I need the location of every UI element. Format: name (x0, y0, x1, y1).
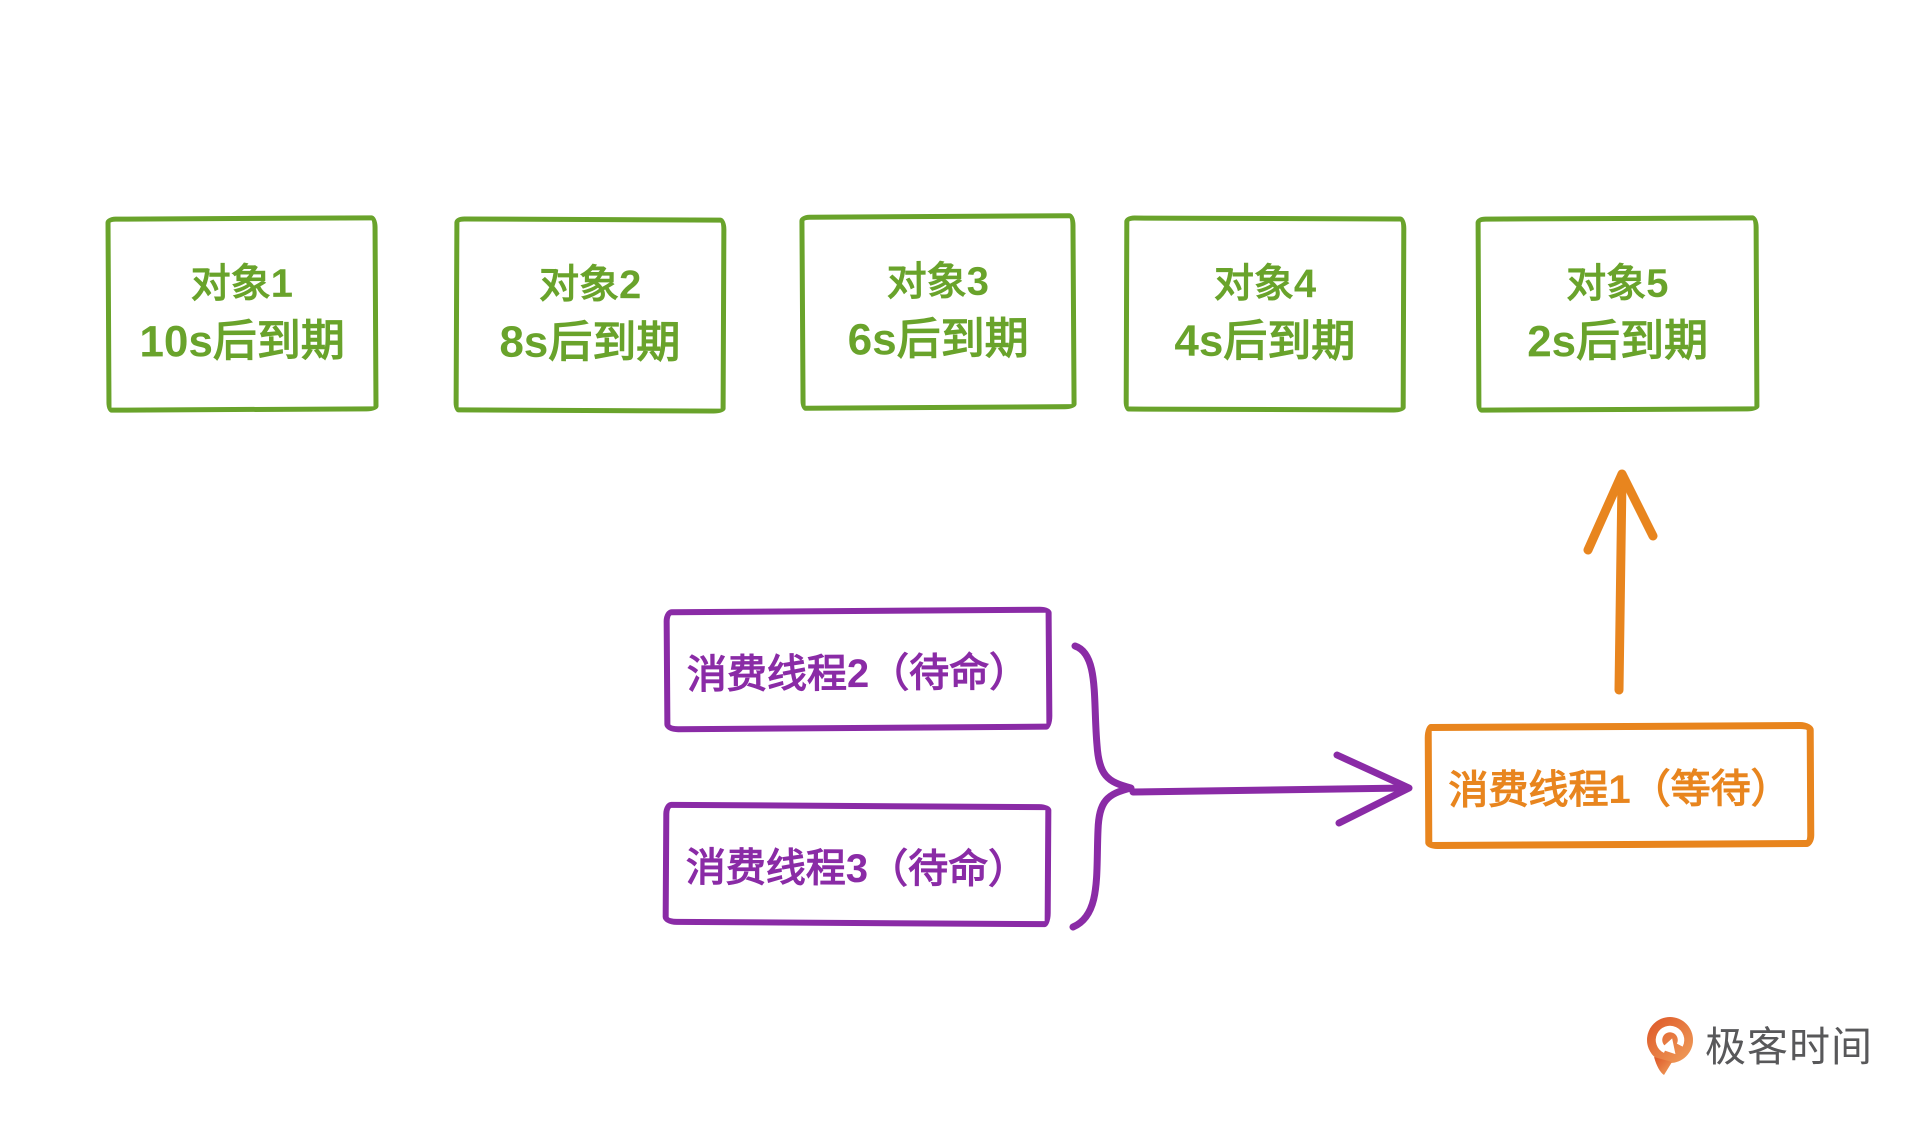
group-brace (1069, 642, 1135, 931)
object-expiry: 6s后到期 (847, 314, 1029, 365)
standby-thread-box-2: 消费线程2（待命） (663, 606, 1053, 733)
object-box-2: 对象2 8s后到期 (453, 216, 727, 414)
object-box-4: 对象4 4s后到期 (1123, 215, 1407, 413)
brace-path (1069, 642, 1135, 931)
object-expiry: 10s后到期 (139, 316, 345, 367)
arrow-head (1333, 751, 1413, 827)
standby-to-waiting-arrow (1129, 751, 1413, 827)
object-expiry: 4s后到期 (1174, 316, 1356, 367)
object-box-3: 对象3 6s后到期 (799, 213, 1077, 411)
brand-logo: 极客时间 (1645, 1016, 1873, 1078)
object-box-5: 对象5 2s后到期 (1475, 215, 1760, 413)
arrow-shaft (1129, 784, 1411, 796)
arrow-shaft (1614, 473, 1627, 695)
object-title: 对象2 (538, 262, 642, 308)
object-title: 对象4 (1213, 261, 1317, 307)
arrow-head (1583, 469, 1658, 555)
object-title: 对象3 (886, 259, 990, 305)
brand-logo-text: 极客时间 (1705, 1023, 1873, 1070)
object-title: 对象5 (1566, 261, 1669, 307)
standby-thread-label: 消费线程2（待命） (686, 650, 1030, 697)
object-box-1: 对象1 10s后到期 (105, 215, 379, 413)
object-expiry: 8s后到期 (499, 317, 681, 368)
standby-thread-label: 消费线程3（待命） (685, 845, 1029, 892)
standby-thread-box-3: 消费线程3（待命） (662, 801, 1052, 928)
geektime-logo-icon (1647, 1017, 1693, 1075)
object-expiry: 2s后到期 (1527, 316, 1709, 367)
waiting-thread-box-1: 消费线程1（等待） (1424, 721, 1815, 850)
waiting-thread-label: 消费线程1（等待） (1448, 766, 1791, 813)
waiting-to-object5-arrow (1583, 469, 1658, 695)
object-title: 对象1 (190, 261, 294, 307)
